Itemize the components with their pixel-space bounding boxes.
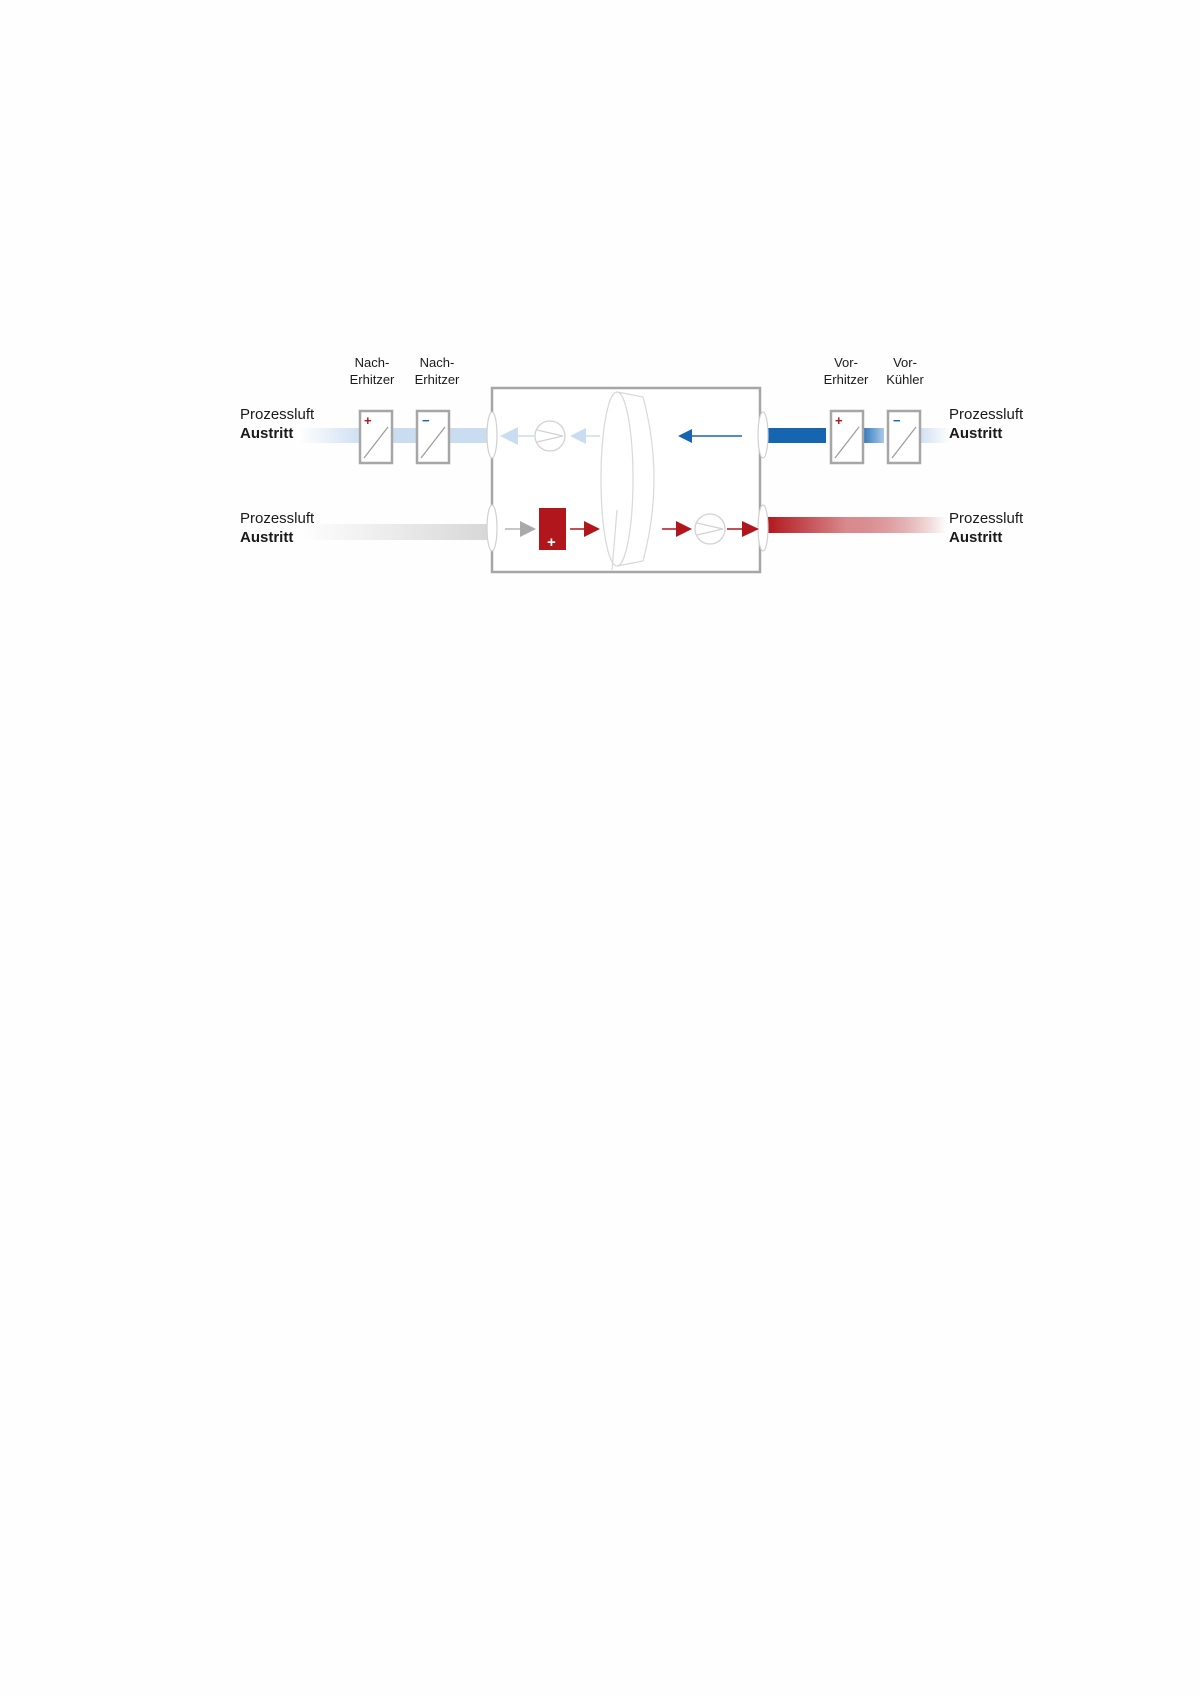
left-top-duct [300,428,495,443]
right-top-label-line1: Prozessluft [949,406,1024,423]
unit-housing [490,386,762,574]
right-bottom-duct [766,517,946,533]
vor-erhitzer-label-line2: Erhitzer [824,372,869,387]
left-top-label-line2: Austritt [240,425,293,442]
nach-erhitzer-2-sign: − [422,413,430,428]
process-inlet-arrowhead [678,429,692,443]
right-top-opening [757,411,769,459]
nach-erhitzer-2-label-line2: Erhitzer [415,372,460,387]
vor-kuehler-label-line2: Kühler [886,372,924,387]
reactivation-fan-blade [696,522,724,536]
desiccant-wheel [600,391,655,571]
reactivation-heater-sign: + [547,534,556,551]
process-fan [534,420,566,452]
nach-erhitzer-2-coil: − [415,409,451,465]
vor-kuehler-sign: − [893,413,901,428]
right-top-label-line2: Austritt [949,425,1002,442]
right-bottom-label-line2: Austritt [949,529,1002,546]
left-bottom-opening [486,504,498,552]
left-bottom-label-line1: Prozessluft [240,510,315,527]
right-top-duct-mid [858,428,884,443]
right-bottom-label-line1: Prozessluft [949,510,1024,527]
reactivation-fan [694,513,726,545]
vor-kuehler-label-line1: Vor- [893,355,917,370]
nach-erhitzer-1-coil: + [358,409,394,465]
left-bottom-label-line2: Austritt [240,529,293,546]
right-bottom-opening [757,504,769,552]
process-outlet-arrowhead [500,427,518,445]
vor-erhitzer-coil: + [829,409,865,465]
reactivation-after-wheel-arrowhead [676,521,692,537]
reactivation-heated-arrowhead [584,521,600,537]
vor-erhitzer-label-line1: Vor- [834,355,858,370]
vor-erhitzer-sign: + [835,413,843,428]
process-after-wheel-arrowhead [570,428,586,444]
process-fan-blade [536,429,564,443]
reactivation-outlet-arrowhead [742,521,759,537]
nach-erhitzer-1-label-line2: Erhitzer [350,372,395,387]
nach-erhitzer-1-sign: + [364,413,372,428]
left-bottom-duct [300,524,495,540]
nach-erhitzer-2-label-line1: Nach- [420,355,455,370]
reactivation-heater [539,508,566,550]
right-top-duct-dark [766,428,826,443]
nach-erhitzer-1-label-line1: Nach- [355,355,390,370]
left-top-opening [486,411,498,459]
left-top-label-line1: Prozessluft [240,406,315,423]
vor-kuehler-coil: − [886,409,922,465]
reactivation-inlet-arrowhead [520,521,536,537]
right-top-duct-end [915,428,950,443]
